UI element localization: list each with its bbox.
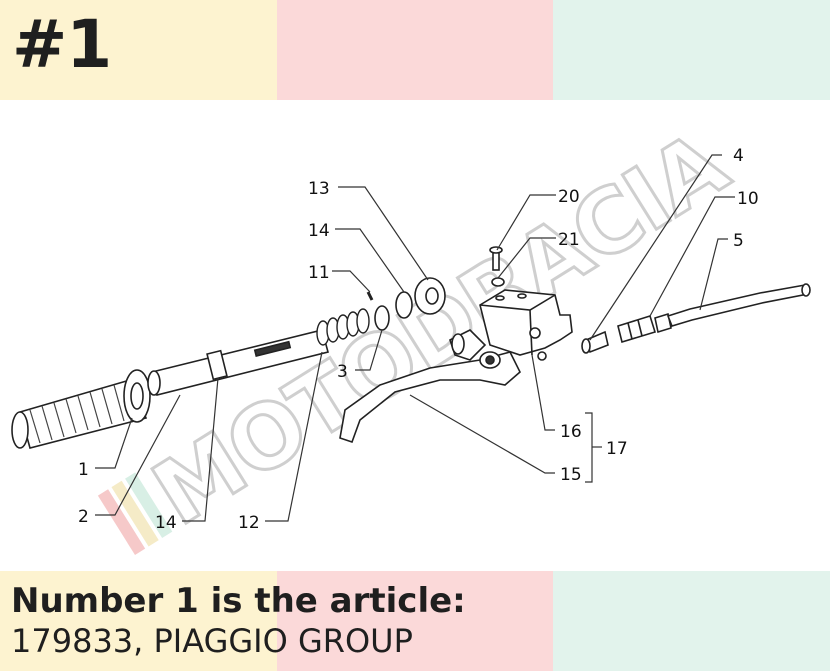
band-mint bbox=[553, 0, 830, 100]
callout-21: 21 bbox=[558, 230, 580, 250]
hose-adapter bbox=[617, 312, 672, 344]
brake-lever bbox=[339, 351, 521, 444]
callout-16: 16 bbox=[560, 422, 582, 442]
band-yellow bbox=[0, 571, 277, 671]
callout-labels: 1 2 14 12 3 11 14 13 20 21 4 10 5 16 15 … bbox=[78, 146, 759, 533]
callout-2: 2 bbox=[78, 507, 89, 527]
caption-article: 179833, PIAGGIO GROUP bbox=[11, 622, 413, 660]
callout-3: 3 bbox=[337, 362, 348, 382]
callout-17: 17 bbox=[606, 439, 628, 459]
exploded-parts-diagram: MOTODRACIA bbox=[11, 110, 811, 555]
master-cylinder bbox=[449, 289, 573, 361]
band-pink bbox=[276, 0, 554, 100]
bottom-color-band bbox=[0, 571, 830, 671]
callout-1: 1 bbox=[78, 460, 89, 480]
caption-title: Number 1 is the article: bbox=[11, 581, 466, 621]
band-mint bbox=[553, 571, 830, 671]
pin-part bbox=[366, 291, 374, 301]
callout-5: 5 bbox=[733, 231, 744, 251]
nut-part bbox=[414, 277, 446, 315]
callout-4: 4 bbox=[733, 146, 744, 166]
brake-hose bbox=[666, 283, 811, 327]
callout-11: 11 bbox=[308, 263, 330, 283]
callout-14-top: 14 bbox=[308, 221, 330, 241]
number-badge: #1 bbox=[12, 6, 112, 83]
washer-part bbox=[374, 305, 390, 331]
callout-15: 15 bbox=[560, 465, 582, 485]
handlebar-grip bbox=[11, 369, 151, 449]
callout-10: 10 bbox=[737, 189, 759, 209]
callout-14-bottom: 14 bbox=[155, 513, 177, 533]
spring-part bbox=[316, 308, 370, 346]
callout-20: 20 bbox=[558, 187, 580, 207]
leader-lines bbox=[95, 154, 735, 522]
handlebar-tube bbox=[147, 329, 329, 396]
washer-part bbox=[395, 291, 413, 319]
band-yellow bbox=[0, 0, 277, 100]
band-pink bbox=[276, 571, 554, 671]
callout-13: 13 bbox=[308, 179, 330, 199]
top-color-band bbox=[0, 0, 830, 100]
banjo-fitting bbox=[581, 330, 609, 354]
watermark-logo: MOTODRACIA bbox=[97, 110, 746, 555]
callout-12: 12 bbox=[238, 513, 260, 533]
